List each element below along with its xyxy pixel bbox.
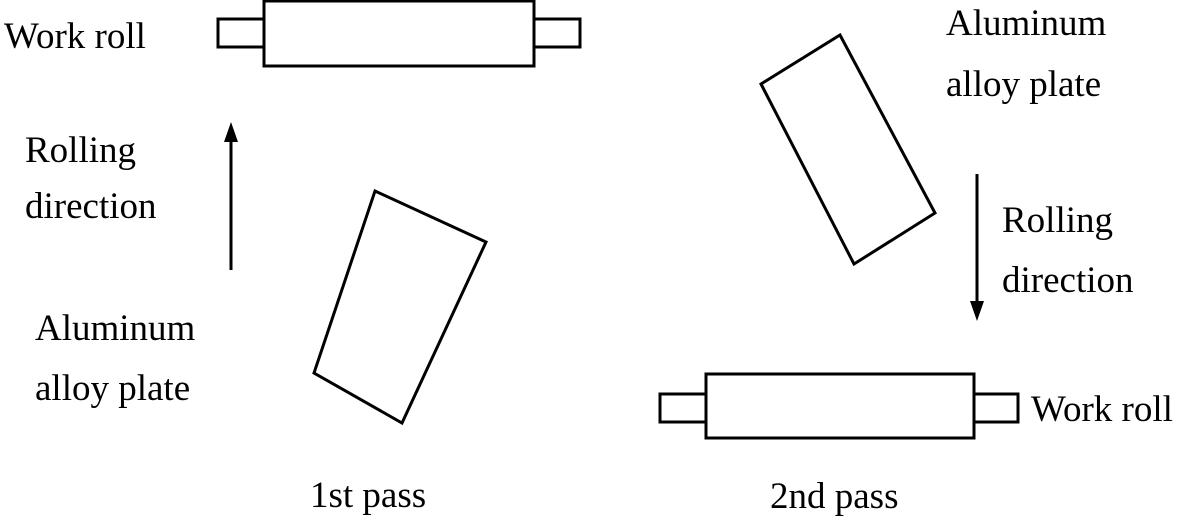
pass2-rolling-direction-label: Rolling direction [1002, 200, 1134, 301]
pass1-plate-line1: Aluminum [35, 308, 196, 349]
pass2-direction-line2: direction [1002, 260, 1134, 301]
pass2-plate-label: Aluminum alloy plate [946, 3, 1116, 105]
pass2-work-roll [658, 372, 1020, 440]
pass1-plate-label: Aluminum alloy plate [35, 308, 205, 409]
pass2-caption: 2nd pass [770, 476, 898, 517]
pass1-caption: 1st pass [310, 475, 426, 516]
pass2-rolling-direction-arrow [970, 174, 984, 321]
pass1-roll-journal-left [216, 17, 266, 49]
pass1-arrow-head [224, 122, 238, 142]
pass2-roll-body [704, 372, 976, 440]
pass1-group: Work roll Rolling direction Aluminum all… [4, 0, 582, 516]
pass2-aluminum-plate [759, 32, 937, 267]
pass2-work-roll-label: Work roll [1031, 389, 1173, 430]
pass1-roll-body [262, 0, 536, 68]
pass2-group: Aluminum alloy plate Rolling direction W… [658, 3, 1173, 517]
pass1-work-roll [216, 0, 582, 68]
pass2-roll-journal-left [658, 392, 708, 424]
pass2-arrow-head [970, 301, 984, 321]
pass2-roll-journal-right [972, 392, 1020, 424]
pass2-direction-line1: Rolling [1002, 200, 1113, 241]
pass1-plate-line2: alloy plate [35, 368, 190, 409]
pass2-plate-line1: Aluminum [946, 3, 1107, 44]
pass1-direction-line2: direction [25, 186, 157, 227]
pass2-plate-line2: alloy plate [946, 64, 1101, 105]
pass1-work-roll-label: Work roll [4, 16, 146, 57]
pass1-direction-line1: Rolling [25, 130, 136, 171]
pass1-rolling-direction-arrow [224, 122, 238, 270]
pass1-aluminum-plate [312, 188, 488, 426]
pass1-roll-journal-right [532, 17, 582, 49]
pass1-rolling-direction-label: Rolling direction [25, 130, 157, 227]
